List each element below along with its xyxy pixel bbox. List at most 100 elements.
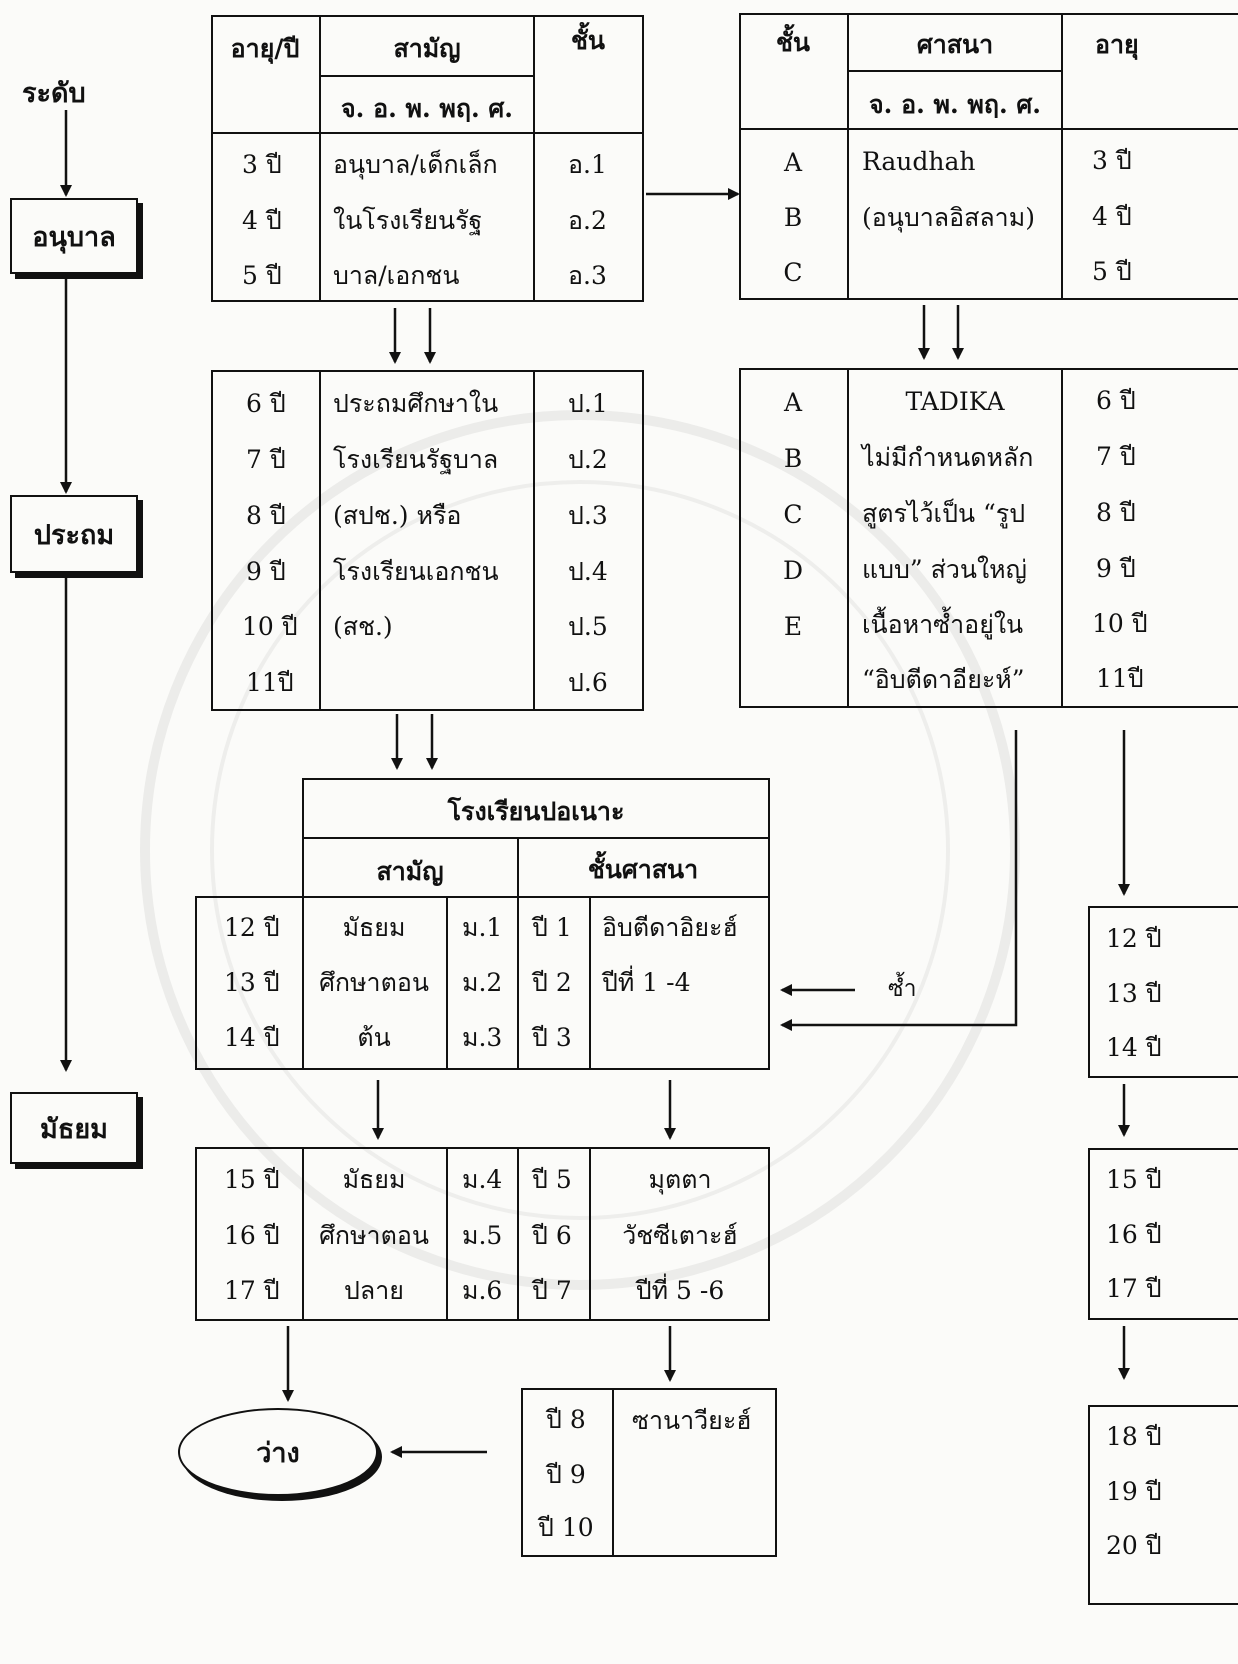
t3-grade: ป.5: [568, 612, 608, 641]
t4-desc: สูตรไว้เป็น “รูป: [862, 499, 1026, 528]
t2-age: 3 ปี: [1092, 146, 1132, 175]
t7-year: ปี 8: [546, 1405, 586, 1434]
level-box-primary: ประถม: [10, 495, 138, 573]
t5-title: โรงเรียนปอเนาะ: [447, 797, 625, 826]
t3-grade: ป.1: [568, 389, 608, 418]
t1-header-age: อายุ/ปี: [230, 34, 300, 63]
t1-header-grade: ชั้น: [570, 26, 606, 55]
t5-rel-year: ปี 3: [532, 1023, 572, 1052]
t2-header-days: จ. อ. พ. พฤ. ศ.: [869, 90, 1041, 119]
t1-desc: อนุบาล/เด็กเล็ก: [333, 150, 498, 179]
t7-year: ปี 10: [538, 1513, 594, 1542]
t5-age: 14 ปี: [224, 1023, 280, 1052]
t4-grade: E: [783, 612, 803, 641]
t6-desc: ปลาย: [344, 1276, 404, 1305]
t4-age: 8 ปี: [1096, 498, 1136, 527]
t6-age: 16 ปี: [224, 1221, 280, 1250]
t5-age: 12 ปี: [224, 913, 280, 942]
t2-header-grade: ชั้น: [775, 28, 811, 57]
t1-age: 4 ปี: [242, 206, 282, 235]
t6-age: 17 ปี: [224, 1276, 280, 1305]
right-age: 14 ปี: [1106, 1033, 1162, 1062]
t5-grade: ม.2: [462, 968, 503, 997]
t4-grade: B: [783, 444, 803, 473]
t3-age: 7 ปี: [246, 445, 286, 474]
t4-desc: ไม่มีกำหนดหลัก: [862, 443, 1034, 472]
right-age: 17 ปี: [1106, 1274, 1162, 1303]
t5-header-religion: ชั้นศาสนา: [587, 855, 699, 884]
t5-desc: มัธยม: [342, 913, 406, 942]
t3-age: 11ปี: [246, 668, 294, 697]
t4-grade: D: [782, 556, 804, 585]
t1-age: 5 ปี: [242, 261, 282, 290]
t1-header-general: สามัญ: [393, 34, 461, 63]
t5-desc: ศึกษาตอน: [319, 968, 429, 997]
t4-age: 7 ปี: [1096, 442, 1136, 471]
t2-grade: C: [783, 258, 803, 287]
t3-grade: ป.2: [568, 445, 608, 474]
right-age: 13 ปี: [1106, 979, 1162, 1008]
t5-grade: ม.3: [462, 1023, 503, 1052]
t6-rel-desc: วัชซีเตาะฮ์: [622, 1221, 738, 1250]
right-age: 15 ปี: [1106, 1165, 1162, 1194]
t6-age: 15 ปี: [224, 1165, 280, 1194]
t3-age: 9 ปี: [246, 557, 286, 586]
t4-age: 10 ปี: [1092, 609, 1148, 638]
t4-desc: เนื้อหาซ้ำอยู่ใน: [862, 610, 1024, 639]
t2-header-age: อายุ: [1095, 30, 1139, 59]
t4-age: 11ปี: [1096, 664, 1144, 693]
t6-rel-desc: มุตตา: [648, 1165, 712, 1194]
t5-age: 13 ปี: [224, 968, 280, 997]
t5-grade: ม.1: [462, 913, 503, 942]
t4-age: 6 ปี: [1096, 386, 1136, 415]
t4-age: 9 ปี: [1096, 554, 1136, 583]
t6-rel-year: ปี 5: [532, 1165, 572, 1194]
t2-grade: A: [783, 148, 803, 177]
t5-header-general: สามัญ: [376, 857, 444, 886]
level-column-label: ระดับ: [22, 78, 86, 109]
right-age: 16 ปี: [1106, 1220, 1162, 1249]
t4-desc: “อิบตีดาอียะห์”: [862, 665, 1025, 694]
t3-desc: โรงเรียนรัฐบาล: [333, 445, 499, 474]
t7-year: ปี 9: [546, 1460, 586, 1489]
t2-age: 5 ปี: [1092, 257, 1132, 286]
t1-header-days: จ. อ. พ. พฤ. ศ.: [341, 94, 513, 123]
t5-desc: ต้น: [357, 1023, 391, 1052]
t4-desc: TADIKA: [905, 387, 1005, 416]
t2-age: 4 ปี: [1092, 202, 1132, 231]
t3-desc: (สปช.) หรือ: [333, 501, 462, 530]
t3-grade: ป.6: [568, 668, 608, 697]
t6-grade: ม.6: [462, 1276, 503, 1305]
t1-desc: บาล/เอกชน: [333, 261, 460, 290]
right-age: 20 ปี: [1106, 1531, 1162, 1560]
t3-age: 6 ปี: [246, 389, 286, 418]
t6-desc: ศึกษาตอน: [319, 1221, 429, 1250]
t4-grade: A: [783, 388, 803, 417]
t6-rel-year: ปี 6: [532, 1221, 572, 1250]
t1-age: 3 ปี: [242, 150, 282, 179]
t5-rel-year: ปี 2: [532, 968, 572, 997]
t1-grade: อ.2: [568, 206, 607, 235]
t5-rel-desc: อิบตีดาอิยะฮ์: [602, 913, 738, 942]
t3-desc: ประถมศึกษาใน: [333, 389, 499, 418]
t2-header-religion: ศาสนา: [916, 30, 994, 59]
t7-desc: ซานาวียะฮ์: [632, 1406, 752, 1435]
right-age: 18 ปี: [1106, 1422, 1162, 1451]
empty-oval: ว่าง: [178, 1408, 378, 1496]
t1-desc: ในโรงเรียนรัฐ: [333, 206, 483, 235]
t6-rel-desc: ปีที่ 5 -6: [635, 1276, 725, 1305]
level-box-secondary: มัธยม: [10, 1092, 138, 1164]
t6-desc: มัธยม: [342, 1165, 406, 1194]
t3-desc: (สช.): [333, 612, 393, 641]
t1-grade: อ.1: [568, 150, 607, 179]
t3-grade: ป.3: [568, 501, 608, 530]
t6-rel-year: ปี 7: [532, 1276, 572, 1305]
t2-grade: B: [783, 203, 803, 232]
right-age: 19 ปี: [1106, 1477, 1162, 1506]
t5-rel-year: ปี 1: [532, 913, 572, 942]
t6-grade: ม.4: [462, 1165, 503, 1194]
t3-age: 8 ปี: [246, 501, 286, 530]
t6-grade: ม.5: [462, 1221, 503, 1250]
t3-age: 10 ปี: [242, 612, 298, 641]
